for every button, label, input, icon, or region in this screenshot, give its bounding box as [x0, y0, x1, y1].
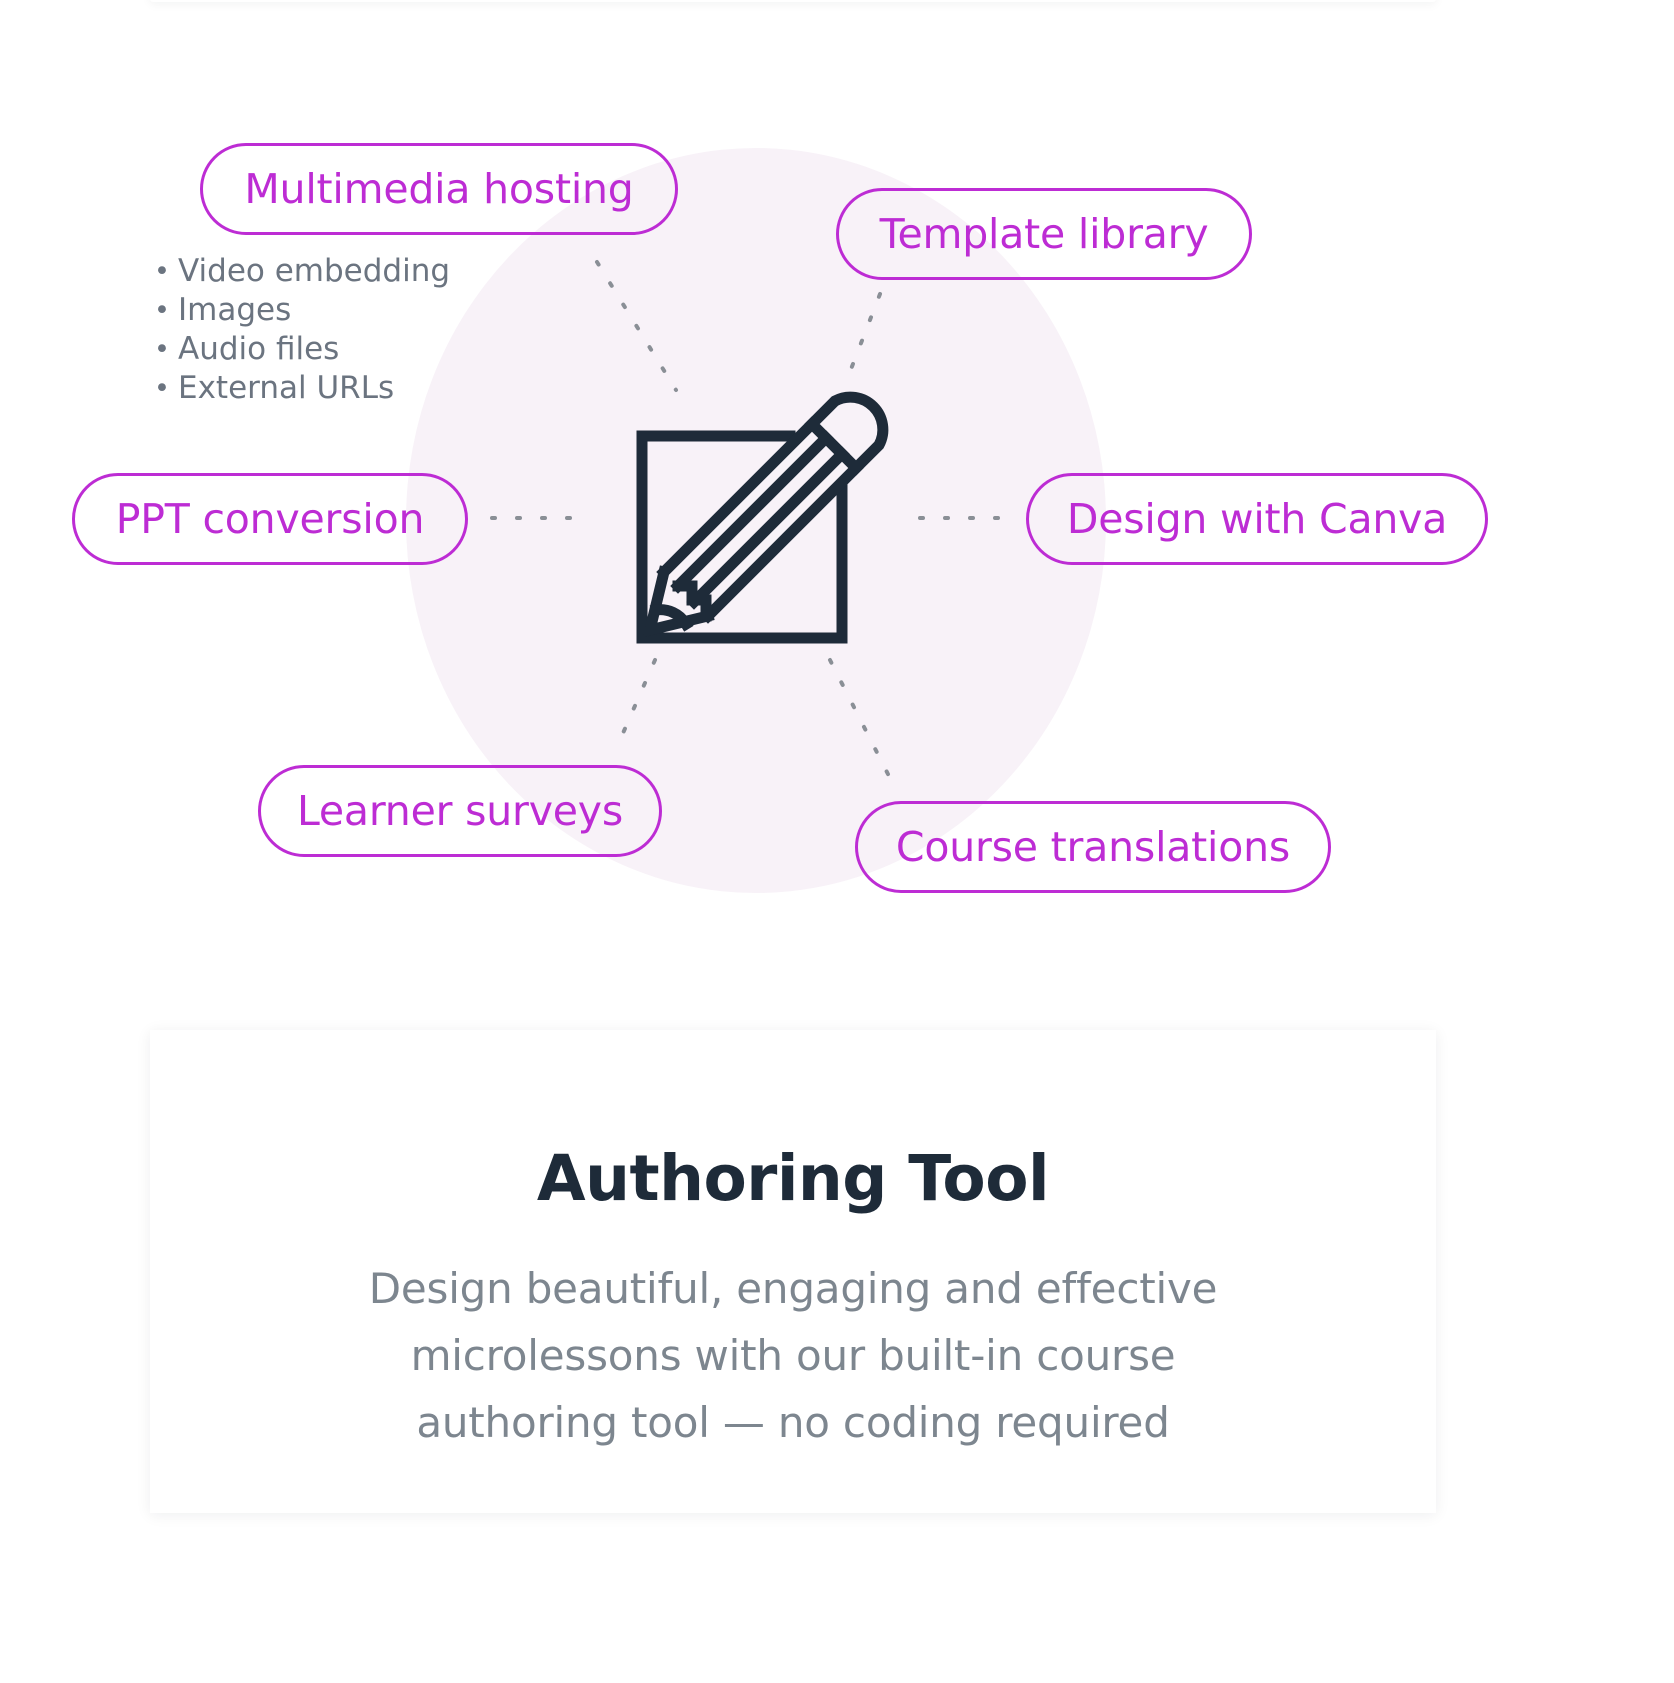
authoring-tool-diagram: Multimedia hosting Template library PPT … [0, 0, 1674, 1000]
pill-label: PPT conversion [115, 494, 425, 543]
multimedia-feature-list: Video embedding Images Audio files Exter… [150, 252, 450, 408]
list-item: External URLs [150, 369, 450, 408]
list-item: Images [150, 291, 450, 330]
page-title: Authoring Tool [536, 1142, 1050, 1215]
pill-label: Template library [879, 209, 1209, 258]
pill-design-with-canva[interactable]: Design with Canva [1026, 473, 1488, 565]
pill-label: Multimedia hosting [244, 164, 634, 213]
previous-card-bottom-edge [150, 0, 1436, 2]
authoring-tool-card: Authoring Tool Design beautiful, engagin… [150, 1030, 1436, 1513]
pill-label: Design with Canva [1066, 494, 1448, 543]
list-item: Audio files [150, 330, 450, 369]
card-description: Design beautiful, engaging and effective… [368, 1264, 1218, 1447]
pill-multimedia-hosting[interactable]: Multimedia hosting [200, 143, 678, 235]
pill-learner-surveys[interactable]: Learner surveys [258, 765, 662, 857]
list-item: Video embedding [150, 252, 450, 291]
pill-ppt-conversion[interactable]: PPT conversion [72, 473, 468, 565]
pill-template-library[interactable]: Template library [836, 188, 1252, 280]
pencil-square-icon [636, 391, 889, 644]
pill-label: Learner surveys [296, 786, 624, 835]
pill-label: Course translations [895, 822, 1291, 871]
pill-course-translations[interactable]: Course translations [855, 801, 1331, 893]
